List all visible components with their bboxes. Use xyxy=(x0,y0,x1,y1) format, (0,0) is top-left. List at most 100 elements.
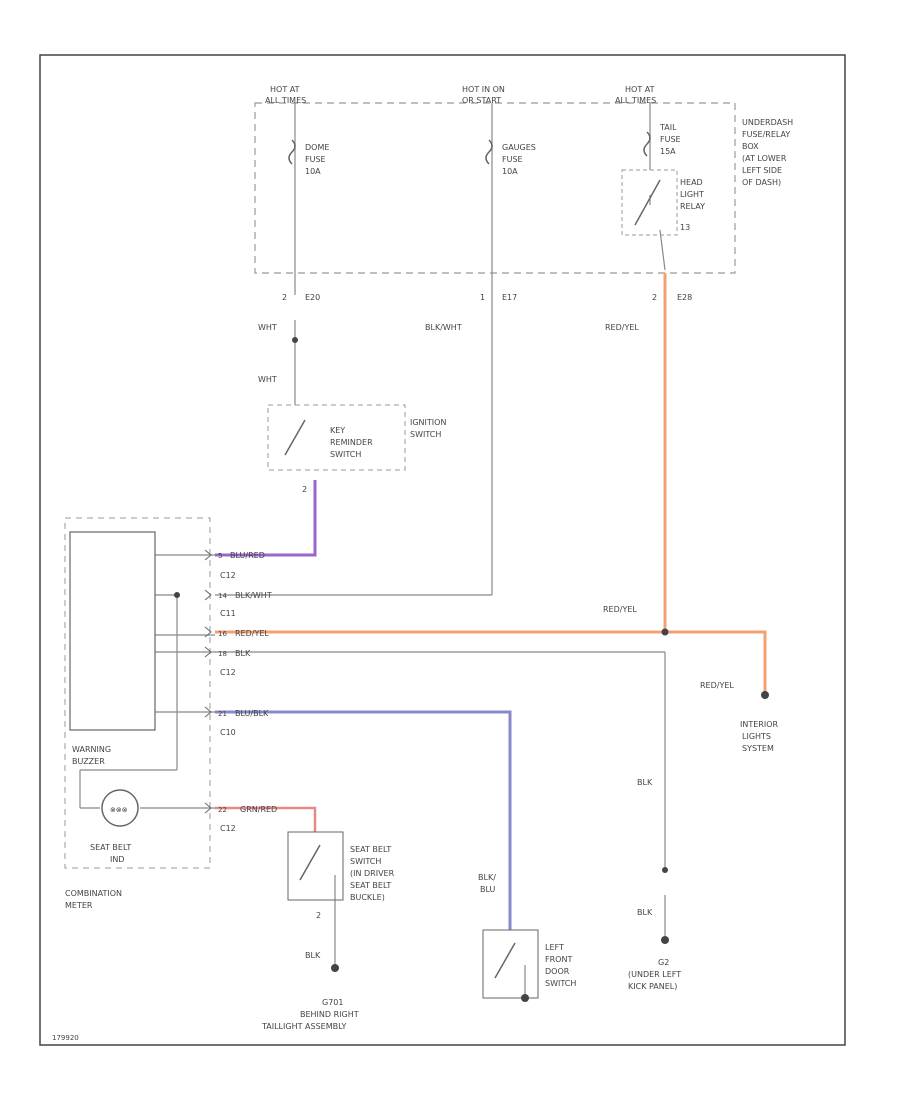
pin-1-e17: 1 xyxy=(480,293,485,302)
junction-dots xyxy=(174,337,769,1002)
wire-blu-red: BLU/RED xyxy=(230,551,265,560)
connector-c12-c: C12 xyxy=(220,824,236,833)
connector-c12-a: C12 xyxy=(220,571,236,580)
connector-e17: E17 xyxy=(502,293,517,302)
combination-meter-2: METER xyxy=(65,901,93,910)
wire-red-yel-mid: RED/YEL xyxy=(235,629,269,638)
gauges-fuse-3: 10A xyxy=(502,167,518,176)
seat-belt-lamp xyxy=(101,789,139,827)
pin-16: 16 xyxy=(218,630,227,638)
fuse-box-label-1: UNDERDASH xyxy=(742,118,793,127)
pin-2-key: 2 xyxy=(302,485,307,494)
pin-14: 14 xyxy=(218,592,227,600)
seat-belt-switch-2: SWITCH xyxy=(350,857,381,866)
wire-blk-right: BLK xyxy=(637,778,653,787)
wire-red-yel-right: RED/YEL xyxy=(603,605,637,614)
pin-2-seat: 2 xyxy=(316,911,321,920)
wire-red-yel-top: RED/YEL xyxy=(605,323,639,332)
seat-belt-ind-2: IND xyxy=(110,855,125,864)
hot-all-times-right-2: ALL TIMES xyxy=(615,96,656,105)
fuse-relay-box-outline xyxy=(254,102,736,274)
hot-all-times-right-1: HOT AT xyxy=(625,85,655,94)
connector-e20: E20 xyxy=(305,293,320,302)
fuse-box-label-3: BOX xyxy=(742,142,759,151)
tail-fuse-2: FUSE xyxy=(660,135,681,144)
seat-belt-switch-4: SEAT BELT xyxy=(350,881,391,890)
dome-fuse-3: 10A xyxy=(305,167,321,176)
wire-blk-wht-top: BLK/WHT xyxy=(425,323,462,332)
connector-c11: C11 xyxy=(220,609,236,618)
fuse-box-label-6: OF DASH) xyxy=(742,178,781,187)
seat-belt-switch-1: SEAT BELT xyxy=(350,845,391,854)
key-reminder-2: REMINDER xyxy=(330,438,373,447)
wire-red-yel-lower: RED/YEL xyxy=(700,681,734,690)
fuse-box-label-2: FUSE/RELAY xyxy=(742,130,790,139)
ignition-switch-outline xyxy=(267,404,406,471)
hot-all-times-left-1: HOT AT xyxy=(270,85,300,94)
door-switch-2: FRONT xyxy=(545,955,572,964)
footer-id: 179920 xyxy=(52,1034,79,1042)
fuse-symbols xyxy=(288,131,651,165)
pin-22: 22 xyxy=(218,806,227,814)
ground-g701-1: G701 xyxy=(322,998,343,1007)
interior-lights-2: LIGHTS xyxy=(742,732,771,741)
warning-buzzer-1: WARNING xyxy=(72,745,111,754)
key-reminder-1: KEY xyxy=(330,426,345,435)
wire-blk-wht-mid: BLK/WHT xyxy=(235,591,272,600)
seat-belt-switch-5: BUCKLE) xyxy=(350,893,385,902)
door-switch-3: DOOR xyxy=(545,967,570,976)
warning-buzzer-box xyxy=(69,531,156,731)
warning-buzzer-2: BUZZER xyxy=(72,757,105,766)
relay-pin-13: 13 xyxy=(680,223,690,232)
headlight-relay-1: HEAD xyxy=(680,178,703,187)
hot-all-times-left-2: ALL TIMES xyxy=(265,96,306,105)
diagram-frame xyxy=(39,54,846,1046)
wire-blu-blk: BLU/BLK xyxy=(235,709,269,718)
seat-belt-ind-1: SEAT BELT xyxy=(90,843,131,852)
door-switch-outline xyxy=(482,929,539,999)
connector-c12-b: C12 xyxy=(220,668,236,677)
lamp-glyph: ⊗⊗⊗ xyxy=(110,806,128,814)
headlight-relay-3: RELAY xyxy=(680,202,705,211)
pin-5: 5 xyxy=(218,552,222,560)
wire-blk-blu-1: BLK/ xyxy=(478,873,496,882)
hot-run-start-2: OR START xyxy=(462,96,501,105)
ignition-switch-1: IGNITION xyxy=(410,418,446,427)
connector-marks xyxy=(204,549,212,814)
ground-g2-1: G2 xyxy=(658,958,669,967)
headlight-relay-outline xyxy=(621,169,678,236)
headlight-relay-2: LIGHT xyxy=(680,190,704,199)
ignition-switch-2: SWITCH xyxy=(410,430,441,439)
ground-g2-2: (UNDER LEFT xyxy=(628,970,681,979)
wire-blk-seat: BLK xyxy=(305,951,321,960)
pin-18: 18 xyxy=(218,650,227,658)
connector-e28: E28 xyxy=(677,293,692,302)
door-switch-1: LEFT xyxy=(545,943,564,952)
tail-fuse-1: TAIL xyxy=(659,123,677,132)
wire-blk-c12: BLK xyxy=(235,649,251,658)
dome-fuse-1: DOME xyxy=(305,143,329,152)
pin-21: 21 xyxy=(218,710,227,718)
seat-belt-switch-contact xyxy=(299,844,321,881)
interior-lights-3: SYSTEM xyxy=(742,744,774,753)
wire-blu-red xyxy=(215,480,317,557)
wire-grn-red: GRN/RED xyxy=(240,805,277,814)
ground-g2-3: KICK PANEL) xyxy=(628,982,677,991)
door-switch-contact xyxy=(494,942,516,979)
fuse-box-label-4: (AT LOWER xyxy=(742,154,787,163)
wire-blk-blu-2: BLU xyxy=(480,885,496,894)
pin-2-e20: 2 xyxy=(282,293,287,302)
gauges-fuse-2: FUSE xyxy=(502,155,523,164)
fuse-box-label-5: LEFT SIDE xyxy=(742,166,782,175)
wire-red-yel xyxy=(215,273,767,695)
combination-meter-1: COMBINATION xyxy=(65,889,122,898)
plain-wires xyxy=(79,103,666,995)
key-reminder-3: SWITCH xyxy=(330,450,361,459)
key-reminder-contact xyxy=(284,419,306,456)
gauges-fuse-1: GAUGES xyxy=(502,143,536,152)
seat-belt-switch-3: (IN DRIVER xyxy=(350,869,395,878)
door-switch-4: SWITCH xyxy=(545,979,576,988)
ground-g701-2: BEHIND RIGHT xyxy=(300,1010,359,1019)
wire-wht-bottom: WHT xyxy=(258,375,277,384)
